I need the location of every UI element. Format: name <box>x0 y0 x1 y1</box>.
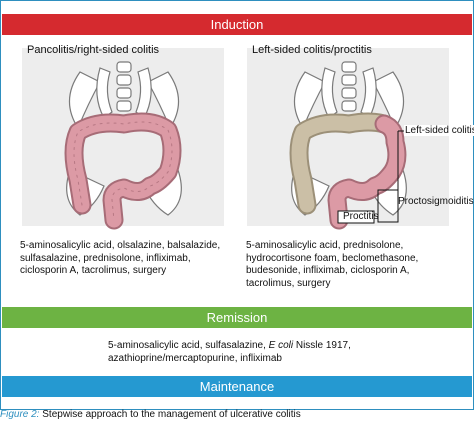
label-brackets <box>337 130 404 224</box>
left-sided-title: Left-sided colitis/proctitis <box>252 44 372 56</box>
proctosigmoiditis-label: Proctosigmoiditis <box>398 196 474 207</box>
remission-band: Remission <box>2 307 472 328</box>
left-colon-inflamed <box>64 112 182 230</box>
pancolitis-drug-list: 5-aminosalicylic acid, olsalazine, balsa… <box>20 240 221 276</box>
remission-ecoli: E coli <box>268 340 294 351</box>
figure-number: Figure 2: <box>0 409 40 420</box>
figure-caption-text: Stepwise approach to the management of u… <box>39 409 301 420</box>
pancolitis-title: Pancolitis/right-sided colitis <box>27 44 160 56</box>
remission-drug-list: 5-aminosalicylic acid, sulfasalazine, E … <box>108 339 368 365</box>
proctitis-label: Proctitis <box>343 211 379 222</box>
remission-line2: azathioprine/mercaptopurine, infliximab <box>108 353 282 364</box>
figure-caption: Figure 2: Stepwise approach to the manag… <box>0 409 301 420</box>
right-colon-normal <box>289 112 394 215</box>
remission-line1-c: Nissle 1917, <box>293 340 351 351</box>
left-sided-colitis-label: Left-sided colitis <box>404 125 474 136</box>
remission-line1-a: 5-aminosalicylic acid, sulfasalazine, <box>108 340 269 351</box>
left-sided-drug-list: 5-aminosalicylic acid, prednisolone, hyd… <box>246 240 419 289</box>
right-colon-inflamed <box>327 114 407 230</box>
induction-band: Induction <box>2 14 472 35</box>
maintenance-band: Maintenance <box>2 376 472 397</box>
